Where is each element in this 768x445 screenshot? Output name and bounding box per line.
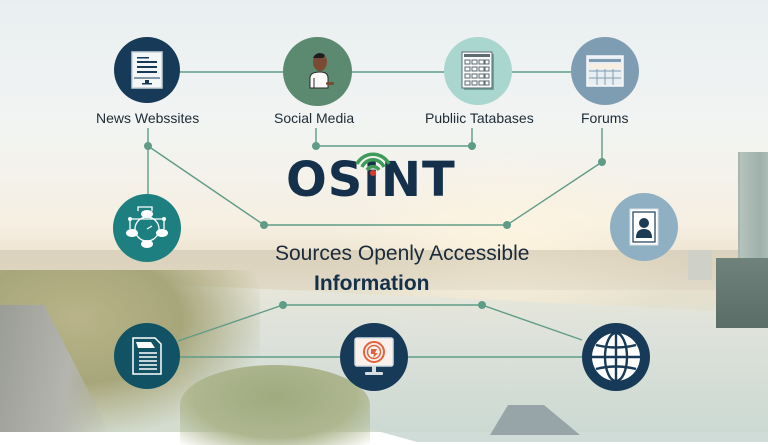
background-building xyxy=(688,250,712,280)
subtitle-line2: Information xyxy=(314,272,430,295)
web-node[interactable] xyxy=(582,323,650,391)
background-tower xyxy=(738,152,768,262)
wifi-signal-icon xyxy=(355,152,391,176)
logo-i-with-signal: i xyxy=(355,152,391,208)
person-icon xyxy=(309,52,334,88)
subtitle-line1: Sources Openly Accessible xyxy=(275,242,530,265)
label-news-websites: News Webssites xyxy=(96,110,200,126)
logo-nt: NT xyxy=(380,152,456,208)
network-icon xyxy=(126,206,168,248)
profile-node[interactable] xyxy=(610,193,678,261)
label-public-databases: Publiic Tatabases xyxy=(425,110,534,126)
news-websites-node[interactable] xyxy=(114,37,180,103)
public-databases-node[interactable] xyxy=(444,37,512,105)
reports-node[interactable] xyxy=(114,323,180,389)
background-glass-building xyxy=(716,258,768,328)
document-icon xyxy=(131,51,163,89)
profile-card-icon xyxy=(629,208,659,246)
report-document-icon xyxy=(132,337,162,375)
label-forums: Forums xyxy=(581,110,629,126)
connector-lines xyxy=(144,71,606,358)
monitor-icon xyxy=(354,337,394,375)
media-node[interactable] xyxy=(340,323,408,391)
label-social-media: Social Media xyxy=(274,110,355,126)
osint-logo: OS iNT xyxy=(286,152,456,208)
globe-icon xyxy=(592,331,640,383)
table-icon xyxy=(586,55,624,87)
forums-node[interactable] xyxy=(571,37,639,105)
network-node[interactable] xyxy=(113,194,181,262)
logo-os: OS xyxy=(286,152,364,208)
social-media-node[interactable] xyxy=(283,37,352,106)
spreadsheet-icon xyxy=(461,51,494,90)
